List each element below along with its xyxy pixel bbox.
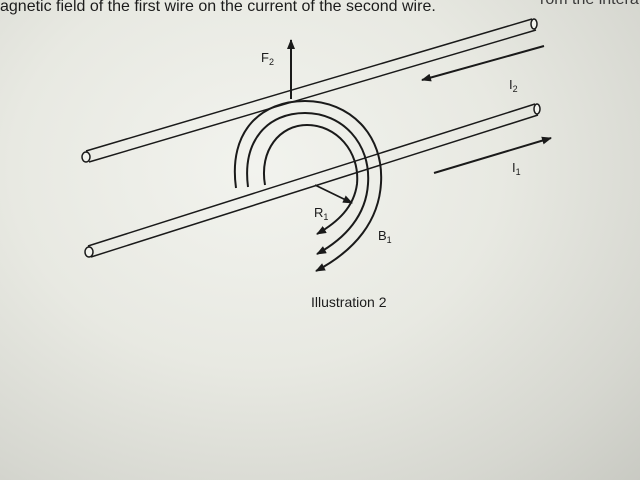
wire-two	[81, 18, 538, 163]
current-one-arrow	[433, 136, 552, 174]
current-two-arrow	[421, 45, 545, 82]
force-label: F2	[261, 50, 274, 67]
wire-one	[84, 103, 541, 258]
radius-arrow	[314, 184, 353, 204]
radius-label: R1	[314, 205, 328, 222]
magnetic-field-lines	[233, 99, 383, 272]
cutoff-header-text: rom the intera	[540, 0, 639, 9]
page-header-text: agnetic field of the first wire on the c…	[0, 0, 436, 15]
field-label: B1	[378, 228, 392, 245]
current-two-label: I2	[509, 77, 518, 94]
illustration-caption: Illustration 2	[311, 294, 387, 310]
current-one-label: I1	[512, 160, 521, 177]
